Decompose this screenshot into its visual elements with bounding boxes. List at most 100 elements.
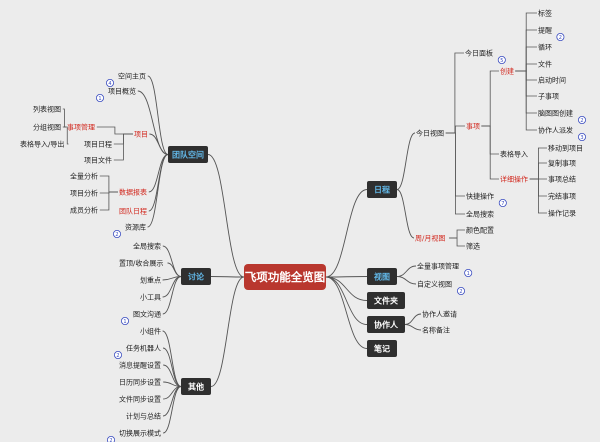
node-project[interactable]: 项目 [134, 131, 148, 139]
node-team_schedule[interactable]: 团队日程 [119, 207, 147, 216]
node-o_calsync[interactable]: 日历同步设置 [119, 378, 161, 387]
central-topic[interactable]: 飞项功能全览图 [244, 264, 326, 290]
branch-notes[interactable]: 笔记 [367, 340, 397, 357]
node-complete_task[interactable]: 完结事项 [548, 192, 576, 201]
node-alias_note[interactable]: 名称备注 [422, 326, 450, 335]
node-table_io-label: 表格导入/导出 [20, 140, 64, 149]
branch-team-box [168, 146, 208, 163]
node-c_start-label: 启动时间 [538, 76, 566, 85]
node-global_search-label: 全局搜索 [466, 210, 494, 219]
node-d_keypoint[interactable]: 划重点 [140, 276, 161, 285]
node-task_mgmt[interactable]: 事项管理 [67, 123, 95, 132]
branch-team[interactable]: 团队空间 [168, 146, 208, 163]
node-d_tools[interactable]: 小工具 [140, 293, 161, 302]
branch-other[interactable]: 其他 [181, 378, 211, 395]
node-global_search[interactable]: 全局搜索 [466, 210, 494, 219]
badge-space_home-count: 4 [108, 81, 111, 87]
node-o_plan[interactable]: 计划与总结 [126, 412, 161, 421]
link-task_mgmt [96, 126, 133, 135]
badge-proj_overview: 1 [96, 94, 105, 103]
badge-today_panel-count: 5 [500, 58, 503, 64]
node-o_widget-label: 小组件 [140, 327, 161, 336]
node-o_filesync[interactable]: 文件同步设置 [119, 395, 161, 404]
node-group_view[interactable]: 分组视图 [33, 123, 61, 132]
node-c_tag[interactable]: 标签 [538, 9, 552, 18]
badge-c_mind: 2 [578, 116, 587, 125]
node-c_sub[interactable]: 子事项 [538, 92, 559, 101]
central-topic-box [244, 264, 326, 290]
node-project_analysis[interactable]: 项目分析 [70, 189, 98, 198]
node-op_log[interactable]: 操作记录 [548, 209, 576, 218]
branch-collab[interactable]: 协作人 [367, 316, 405, 333]
node-create[interactable]: 创建 [500, 67, 514, 76]
node-o_widget[interactable]: 小组件 [140, 327, 161, 336]
link-create [481, 70, 499, 127]
node-proj_overview-label: 项目概览 [108, 87, 136, 96]
node-c_loop[interactable]: 循环 [538, 43, 552, 52]
branch-schedule-label: 日程 [374, 185, 390, 195]
node-filter[interactable]: 筛选 [466, 242, 480, 251]
branch-team-label: 团队空间 [172, 150, 204, 160]
badge-c_remind-count: 2 [559, 35, 562, 41]
branch-discuss[interactable]: 讨论 [181, 268, 211, 285]
node-task_summary[interactable]: 事项总结 [548, 175, 576, 184]
node-d_search-label: 全局搜索 [133, 242, 161, 251]
node-d_keypoint-label: 划重点 [140, 276, 161, 285]
branch-view[interactable]: 视图 [367, 268, 397, 285]
node-table_import[interactable]: 表格导入 [500, 150, 528, 159]
node-data_report[interactable]: 数据报表 [119, 188, 147, 197]
badge-o_switch-circle [107, 436, 115, 442]
branch-notes-box [367, 340, 397, 357]
connector-lines [62, 12, 547, 434]
node-d_pin[interactable]: 置顶/收合展示 [119, 259, 163, 268]
central-topic-label: 飞项功能全览图 [245, 270, 326, 284]
node-o_remind-label: 消息提醒设置 [119, 361, 161, 370]
node-invite_collab[interactable]: 协作人邀请 [422, 310, 457, 319]
link-central-view [325, 276, 368, 278]
node-c_file[interactable]: 文件 [538, 60, 552, 69]
badge-space_home: 4 [106, 79, 115, 88]
node-custom_view-label: 自定义视图 [417, 280, 452, 289]
node-week_month[interactable]: 周/月视图 [415, 234, 445, 243]
node-c_loop-label: 循环 [538, 43, 552, 52]
node-c_remind[interactable]: 提醒2 [538, 26, 565, 42]
node-c_start[interactable]: 启动时间 [538, 76, 566, 85]
node-table_io[interactable]: 表格导入/导出 [20, 140, 64, 149]
node-o_plan-label: 计划与总结 [126, 412, 161, 421]
node-color_cfg[interactable]: 颜色配置 [466, 226, 494, 235]
node-detail_ops[interactable]: 详细操作 [500, 175, 528, 184]
node-c_assign-label: 协作人派发 [538, 126, 573, 135]
node-today_view[interactable]: 今日视图 [416, 129, 444, 138]
link-op_log [529, 178, 547, 214]
node-task[interactable]: 事项 [466, 122, 480, 131]
node-d_search[interactable]: 全局搜索 [133, 242, 161, 251]
node-global_analysis[interactable]: 全量分析 [70, 172, 98, 181]
branch-folder[interactable]: 文件夹 [367, 292, 405, 309]
link-invite_collab [404, 313, 422, 325]
link-color_cfg [449, 229, 465, 239]
badge-proj_overview-count: 1 [98, 96, 101, 102]
node-o_remind[interactable]: 消息提醒设置 [119, 361, 161, 370]
node-proj_overview[interactable]: 项目概览 1 [96, 87, 136, 103]
node-proj_schedule[interactable]: 项目日程 [84, 140, 112, 149]
branch-schedule[interactable]: 日程 [367, 181, 397, 198]
node-today_view-label: 今日视图 [416, 129, 444, 138]
node-move_proj[interactable]: 移动到项目 [548, 144, 583, 153]
node-proj_files[interactable]: 项目文件 [84, 156, 112, 165]
node-list_view[interactable]: 列表视图 [33, 105, 61, 114]
node-member_analysis[interactable]: 成员分析 [70, 206, 98, 215]
link-member_analysis [99, 191, 118, 211]
node-team_schedule-label: 团队日程 [119, 207, 147, 216]
node-copy_task[interactable]: 复制事项 [548, 159, 576, 168]
